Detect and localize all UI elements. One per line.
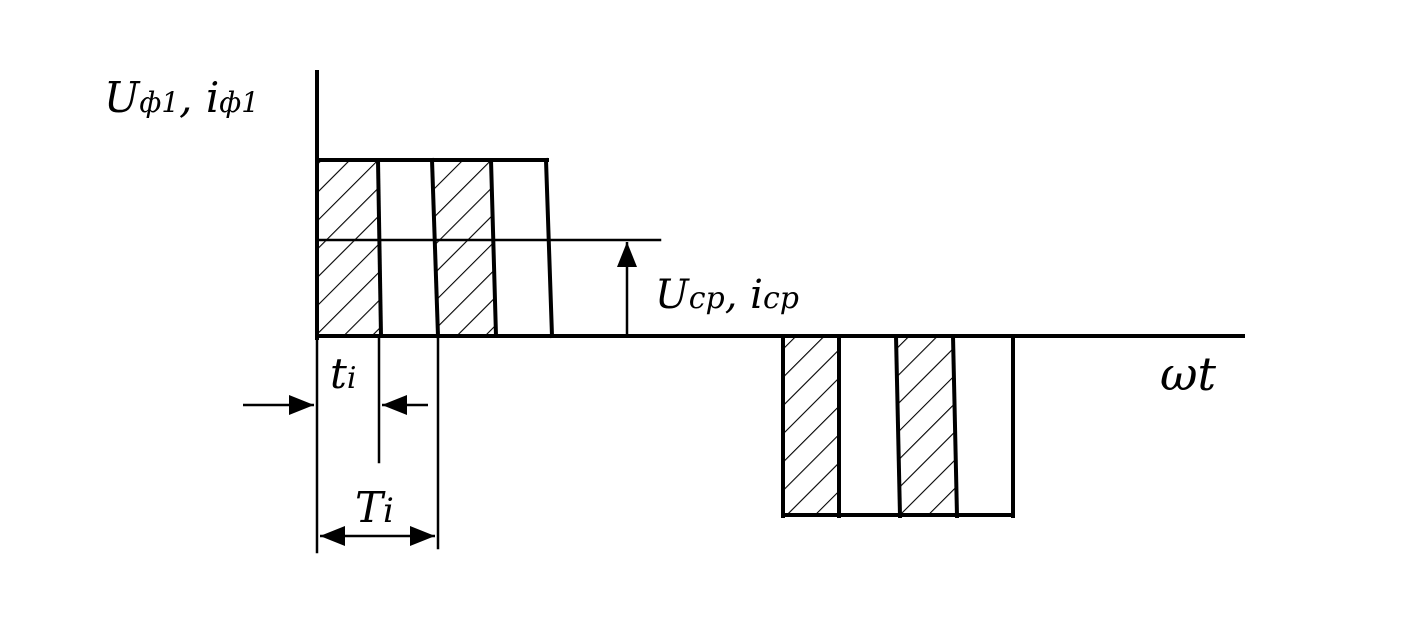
negative-pulse-2-hatch: [896, 338, 957, 515]
pulse-width-label-sub: i: [347, 361, 357, 396]
negative-pulse-1-hatch: [783, 338, 838, 515]
positive-pulse-2-lead: [429, 157, 441, 339]
pulse-width-label-t: t: [330, 349, 347, 398]
average-label: Uср, iср: [655, 272, 799, 318]
y-axis-label-i-sub: ф1: [219, 86, 259, 119]
average-label-u-sub: ср: [689, 281, 725, 316]
pulse-period-label-t: T: [355, 483, 386, 532]
y-axis-label-sep: ,: [179, 73, 206, 122]
negative-pulse-2-edge: [950, 333, 960, 519]
positive-pulse-1-hatch: [319, 161, 381, 336]
y-axis-label-u: U: [104, 73, 141, 122]
positive-pulse-1-edge: [375, 157, 384, 339]
average-label-i-sub: ср: [763, 281, 799, 316]
pulse-period-label-sub: i: [383, 491, 394, 531]
average-label-i: i: [750, 272, 763, 318]
y-axis-label-i: i: [206, 73, 219, 122]
y-axis-label: Uф1, iф1: [104, 73, 259, 122]
negative-pulse-2-lead: [893, 333, 903, 519]
positive-envelope-end: [543, 157, 555, 339]
pulse-period-label: Ti: [355, 483, 394, 532]
positive-pulse-2-edge: [488, 157, 499, 339]
positive-pulse-group: [315, 157, 555, 339]
negative-pulse-group: [781, 333, 1015, 519]
y-axis-label-u-sub: ф1: [139, 86, 179, 119]
average-label-u: U: [655, 272, 690, 318]
positive-pulse-2-hatch: [432, 161, 496, 336]
pulse-width-label: ti: [330, 349, 357, 398]
x-axis-label: ωt: [1160, 347, 1217, 401]
pulse-dimensions: [243, 336, 440, 554]
average-label-sep: ,: [725, 272, 750, 318]
